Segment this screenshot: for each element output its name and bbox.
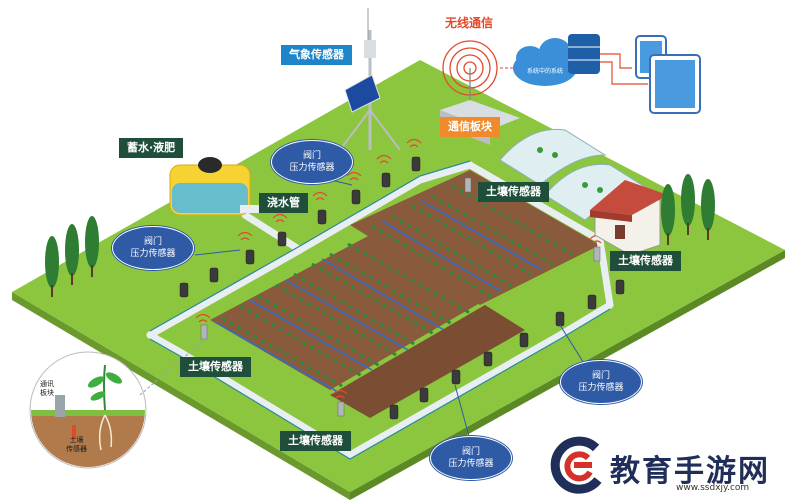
soil-sensor-posts xyxy=(200,177,601,417)
comm-board-label: 通信板块 xyxy=(440,117,500,137)
trees xyxy=(45,174,715,297)
watermark-text: 教育手游网 xyxy=(610,454,770,489)
cloud-icon xyxy=(513,38,577,86)
field-side-left xyxy=(12,292,350,500)
valve-bubble-line1: 阀门 xyxy=(591,371,610,381)
database-icon xyxy=(568,34,600,74)
inset-soil-line1: 土壤 xyxy=(69,436,84,444)
valve-bubble-line2: 压力传感器 xyxy=(448,459,494,469)
greenhouse-icon xyxy=(499,128,652,221)
barn-icon xyxy=(590,180,668,256)
soil-beds-back xyxy=(350,170,600,305)
wireless-label: 无线通信 xyxy=(445,16,494,30)
soil-sensor-label-1: 土壤传感器 xyxy=(478,182,549,202)
valve-bubble-line2: 压力传感器 xyxy=(289,163,335,173)
weather-sensor-label: 气象传感器 xyxy=(281,45,352,65)
valve-bubble-2: 阀门 压力传感器 xyxy=(112,226,194,270)
cloud-system-label: 系统中的系统 xyxy=(527,68,564,75)
crop-rows xyxy=(221,184,573,388)
inset-board-line2: 板块 xyxy=(40,389,54,397)
water-fertilizer-label: 蓄水·液肥 xyxy=(119,138,184,158)
tablet-icon xyxy=(649,54,701,114)
watermark-url: www.ssdxjy.com xyxy=(676,483,750,493)
device-links xyxy=(600,53,648,85)
inset-soil-label: 土壤 传感器 xyxy=(66,436,87,454)
valve-bubble-1: 阀门 压力传感器 xyxy=(271,140,353,184)
valve-bubble-3: 阀门 压力传感器 xyxy=(560,360,642,404)
inset-soil-line2: 传感器 xyxy=(66,445,87,453)
signal-icons xyxy=(195,138,605,399)
drip-lines xyxy=(214,200,543,393)
valve-bubble-line2: 压力传感器 xyxy=(578,383,624,393)
watering-pipe-label: 浇水管 xyxy=(259,193,308,213)
valve-bubble-line1: 阀门 xyxy=(461,447,480,457)
watermark-logo-icon xyxy=(550,436,603,494)
inset-connector xyxy=(139,334,211,396)
soil-inset xyxy=(29,351,147,469)
wireless-antenna-icon xyxy=(442,40,498,118)
valve-units xyxy=(179,156,625,420)
valve-bubble-line2: 压力传感器 xyxy=(130,249,176,259)
weather-station-icon xyxy=(339,8,401,151)
soil-sensor-label-3: 土壤传感器 xyxy=(180,357,251,377)
pipe-outline xyxy=(149,160,611,460)
valve-bubble-4: 阀门 压力传感器 xyxy=(430,436,512,480)
valve-bubble-line1: 阀门 xyxy=(302,151,321,161)
inset-board-label: 通讯 板块 xyxy=(40,380,54,398)
valve-bubble-line1: 阀门 xyxy=(143,237,162,247)
inset-board-line1: 通讯 xyxy=(40,380,54,388)
soil-sensor-label-2: 土壤传感器 xyxy=(610,251,681,271)
soil-sensor-label-4: 土壤传感器 xyxy=(280,431,351,451)
water-tank-icon xyxy=(169,157,265,216)
